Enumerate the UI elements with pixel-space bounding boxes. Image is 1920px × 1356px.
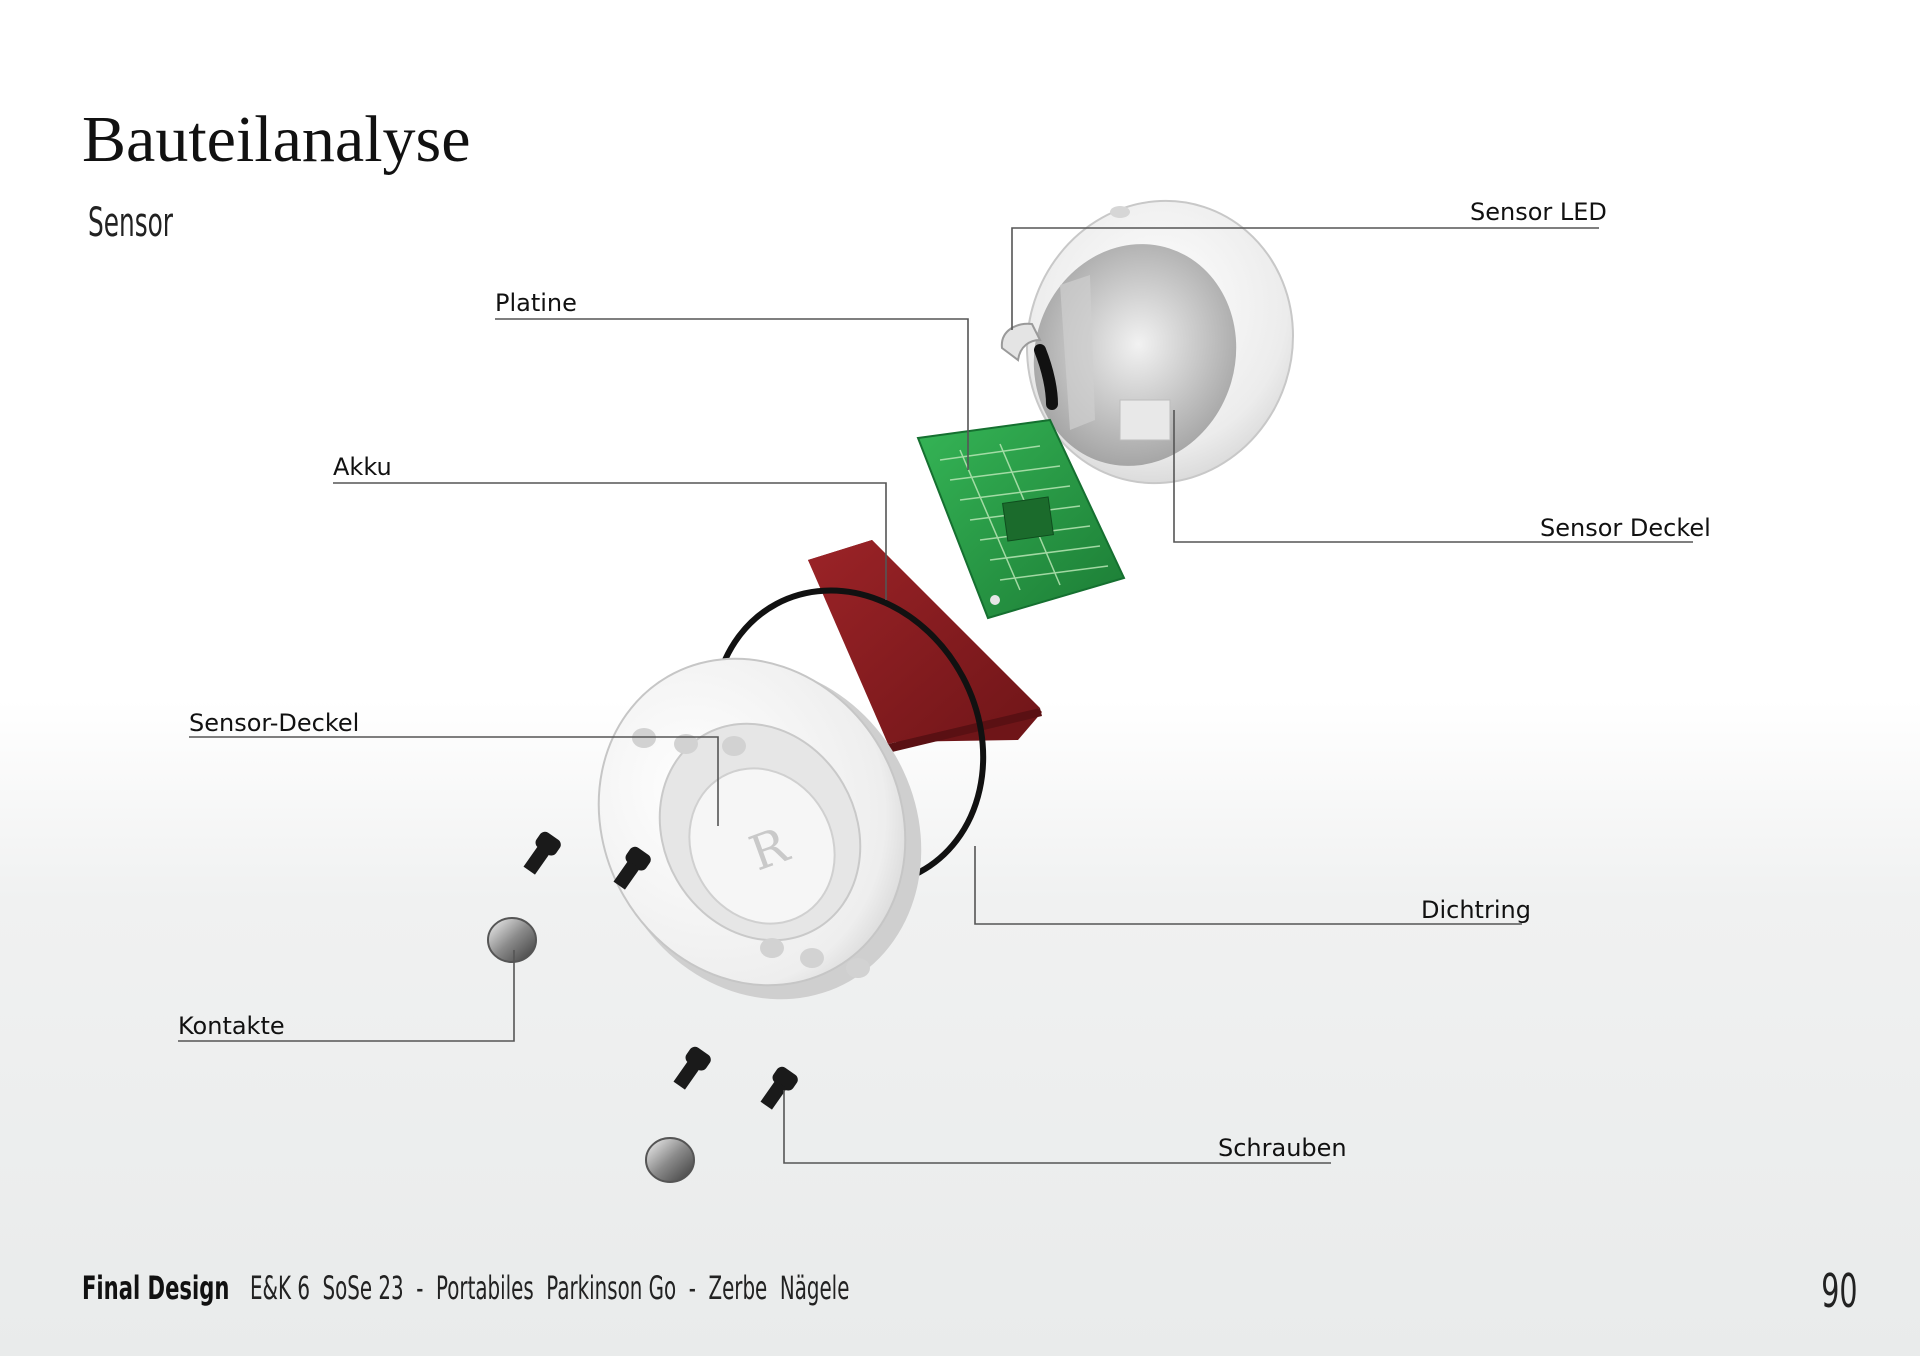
leader-lines: [178, 227, 1693, 1164]
battery: [808, 540, 1042, 752]
callout-sensor-deckel: Sensor Deckel: [1540, 514, 1711, 542]
sensor-housing: [1026, 199, 1294, 485]
page-number: 90: [1821, 1264, 1858, 1318]
footer-section-label: Final Design: [82, 1269, 230, 1307]
sensor-led: [1000, 322, 1058, 410]
footer-course-info: E&K 6 SoSe 23 - Portabiles Parkinson Go …: [250, 1269, 850, 1307]
callout-platine: Platine: [495, 289, 577, 317]
page-title: Bauteilanalyse: [82, 103, 471, 176]
contacts: [487, 917, 695, 1183]
base-cover: [597, 657, 922, 1000]
callout-sensor-led: Sensor LED: [1470, 198, 1607, 226]
callout-akku: Akku: [333, 453, 392, 481]
callout-dichtring: Dichtring: [1421, 896, 1531, 924]
screws: [523, 831, 798, 1110]
callout-schrauben: Schrauben: [1218, 1134, 1347, 1162]
callout-kontakte: Kontakte: [178, 1012, 285, 1040]
callout-sensor-deckel-base: Sensor-Deckel: [189, 709, 360, 737]
page-subtitle: Sensor: [88, 200, 174, 246]
pcb-board: [916, 418, 1126, 620]
